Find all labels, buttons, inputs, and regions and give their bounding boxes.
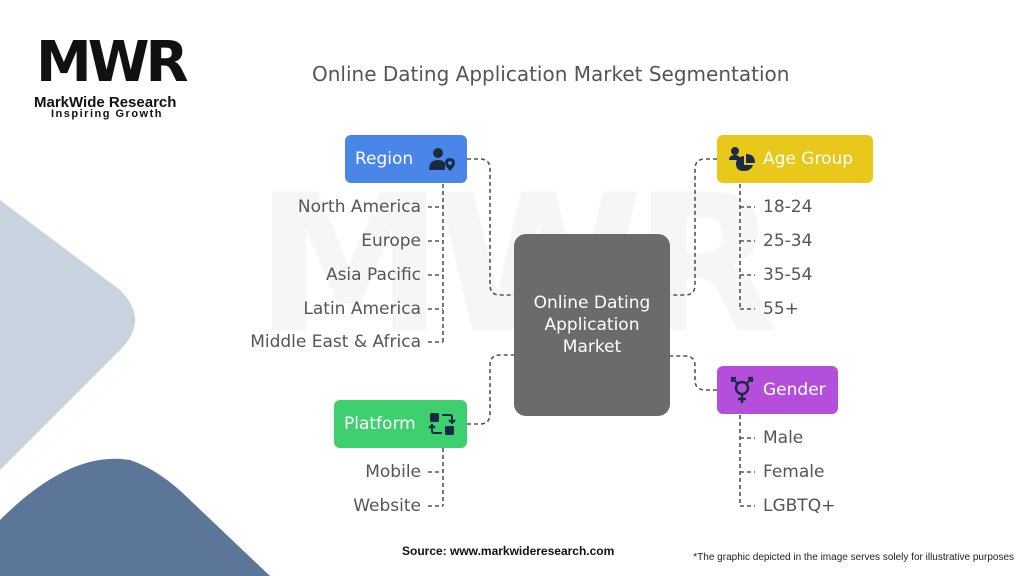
gender-item: Female <box>763 462 825 482</box>
gender-pill: Gender <box>717 366 838 414</box>
diagram-title: Online Dating Application Market Segment… <box>312 62 790 86</box>
platform-item: Website <box>353 496 421 516</box>
region-item: Middle East & Africa <box>250 332 421 352</box>
logo-tagline: Inspiring Growth <box>51 108 163 120</box>
platform-connector <box>467 354 514 425</box>
age-item: 35-54 <box>763 265 813 285</box>
connector-lines <box>428 158 755 507</box>
left-decor-dark <box>0 458 270 576</box>
center-node: Online Dating Application Market <box>514 234 670 416</box>
swap-blocks-icon <box>427 410 457 438</box>
age-group-pill: Age Group <box>717 135 873 183</box>
pie-chart-users-icon <box>727 145 757 173</box>
age-item: 18-24 <box>763 197 813 217</box>
region-item: Asia Pacific <box>325 265 421 285</box>
age-connector <box>670 158 717 296</box>
age-item-ticks <box>740 206 755 310</box>
gender-item-ticks <box>740 437 755 507</box>
gender-symbol-icon <box>727 376 757 404</box>
platform-pill: Platform <box>334 400 467 448</box>
user-location-icon <box>427 145 457 173</box>
source-text: Source: www.markwideresearch.com <box>402 544 615 558</box>
gender-label: Gender <box>763 380 826 400</box>
platform-item: Mobile <box>365 462 421 482</box>
region-connector <box>467 158 514 296</box>
region-item: Europe <box>361 231 421 251</box>
region-pill: Region <box>345 135 467 183</box>
logo-mark: MWR <box>36 30 189 95</box>
center-label: Online Dating Application Market <box>533 293 651 357</box>
region-item: North America <box>297 197 421 217</box>
gender-item: LGBTQ+ <box>763 496 836 516</box>
platform-label: Platform <box>344 414 416 434</box>
gender-item: Male <box>763 428 804 448</box>
region-item-ticks <box>428 206 443 343</box>
age-item: 55+ <box>763 299 799 319</box>
region-label: Region <box>355 149 414 169</box>
left-decor-light <box>0 200 135 470</box>
illustrative-note: *The graphic depicted in the image serve… <box>693 552 1014 563</box>
logo-name: MarkWide Research <box>34 94 177 111</box>
age-group-label: Age Group <box>763 149 854 169</box>
gender-connector <box>670 355 717 391</box>
region-item: Latin America <box>303 299 421 319</box>
age-item: 25-34 <box>763 231 813 251</box>
platform-item-ticks <box>428 471 443 507</box>
